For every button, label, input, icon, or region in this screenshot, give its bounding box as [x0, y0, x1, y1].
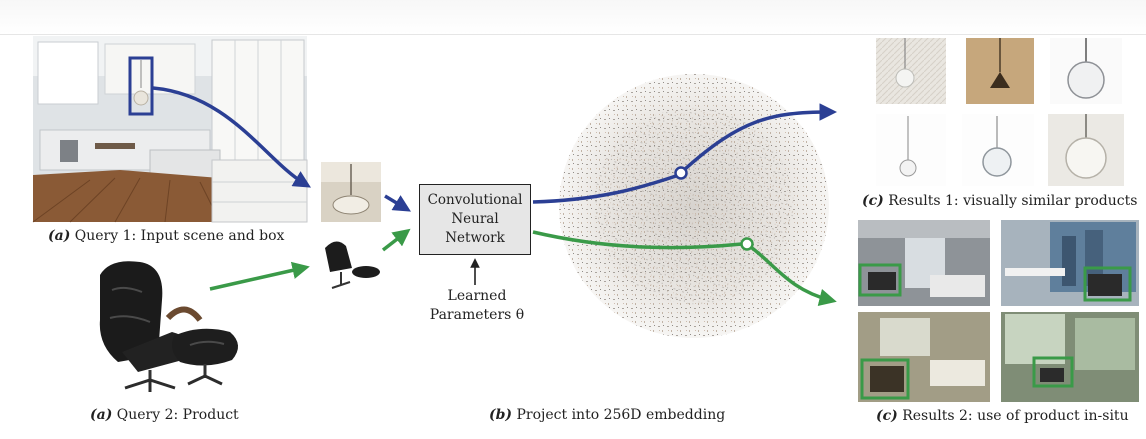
learned-parameters-label: Learned Parameters θ: [422, 287, 532, 325]
cnn-label-line2: Neural: [451, 211, 499, 227]
embedding-to-results2-arrow: [750, 246, 837, 306]
caption-query1-label: (a): [48, 228, 71, 244]
caption-query2-label: (a): [90, 407, 113, 423]
result1-lamp-3: [1050, 38, 1122, 104]
window-top-bar: [0, 0, 1146, 35]
caption-query1-text: Query 1: Input scene and box: [74, 228, 285, 244]
result1-lamp-1: [876, 38, 946, 104]
pendant-lamp-small-icon: [133, 60, 149, 106]
caption-results1: (c) Results 1: visually similar products: [862, 193, 1137, 209]
cropped-lamp-thumbnail: [321, 162, 381, 222]
caption-query2-text: Query 2: Product: [116, 407, 239, 423]
caption-query2: (a) Query 2: Product: [90, 407, 239, 423]
caption-results2: (c) Results 2: use of product in-situ: [876, 408, 1129, 424]
lounge-chair-image: [99, 261, 239, 392]
caption-embedding-label: (b): [489, 407, 513, 423]
result1-lamp-4: [876, 114, 946, 186]
selection-box: [128, 56, 154, 116]
caption-results1-label: (c): [862, 193, 884, 209]
query2-embedding-point: [740, 237, 754, 251]
caption-results1-text: Results 1: visually similar products: [888, 193, 1138, 209]
caption-query1: (a) Query 1: Input scene and box: [48, 228, 284, 244]
query2-arrow-to-thumb: [209, 261, 310, 291]
result2-scene-2: [1001, 220, 1139, 306]
query1-arrow-to-crop: [152, 86, 311, 188]
learned-line1: Learned: [447, 288, 507, 304]
result2-scene-4: [1001, 312, 1139, 402]
embedding-cloud: [559, 74, 829, 338]
cnn-label-line3: Network: [445, 230, 505, 246]
result2-scene-3: [858, 312, 990, 402]
query1-embedding-point: [674, 166, 688, 180]
cnn-to-embedding-green-arrow: [532, 230, 743, 250]
result1-lamp-6: [1048, 114, 1124, 186]
crop-to-cnn-blue-arrow: [384, 194, 412, 212]
thumb-to-cnn-green-arrow: [381, 228, 411, 252]
cnn-label-line1: Convolutional: [427, 192, 523, 208]
caption-results2-label: (c): [876, 408, 898, 424]
kitchen-scene-image: [32, 36, 308, 223]
result1-lamp-5: [962, 114, 1034, 186]
cnn-to-embedding-blue-arrow: [532, 174, 677, 204]
small-chair-thumbnail: [325, 241, 380, 289]
cnn-box: Convolutional Neural Network: [419, 184, 531, 255]
learned-line2: Parameters θ: [429, 307, 525, 323]
result2-scene-1: [858, 220, 990, 306]
caption-embedding-text: Project into 256D embedding: [516, 407, 726, 423]
caption-results2-text: Results 2: use of product in-situ: [902, 408, 1129, 424]
caption-embedding: (b) Project into 256D embedding: [489, 407, 725, 423]
result1-lamp-2: [966, 38, 1034, 104]
embedding-to-results1-arrow: [682, 103, 837, 172]
